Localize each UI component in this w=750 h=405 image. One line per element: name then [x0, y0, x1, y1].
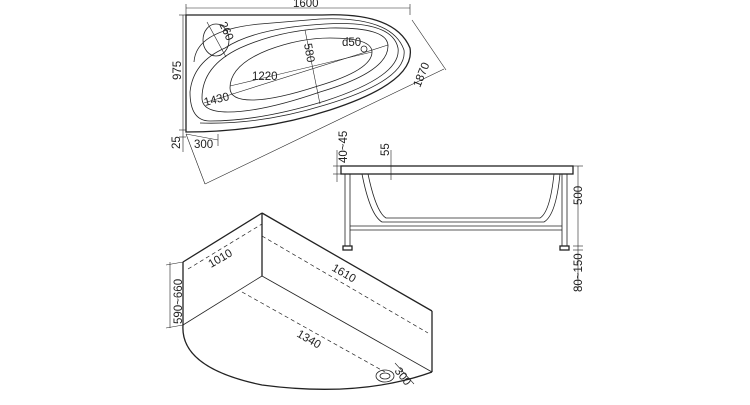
- top-rim-line: [193, 18, 405, 124]
- iso-top-right-edge: [261, 212, 433, 312]
- side-rim: [340, 165, 574, 175]
- iso-drain: [375, 369, 395, 383]
- iso-view: 1010 1610 590~660 1340 300: [165, 212, 433, 390]
- dim-40-45: 40~45: [338, 131, 350, 163]
- top-view: 1600 975 260 580 d50 1220 1430 1870 25 3: [171, 0, 447, 185]
- iso-front-curve: [182, 324, 433, 390]
- top-headrest: [202, 23, 230, 57]
- top-drain: [360, 45, 368, 53]
- top-outer-rim: [185, 14, 411, 133]
- iso-top-left-edge: [182, 212, 263, 263]
- dim-1220: 1220: [252, 71, 278, 83]
- dim-1010: 1010: [207, 247, 235, 270]
- dim-55: 55: [380, 143, 392, 156]
- dim-1430: 1430: [203, 91, 231, 109]
- dim-500: 500: [573, 186, 585, 205]
- dim-80-150: 80~150: [573, 253, 585, 292]
- dim-25: 25: [171, 136, 183, 149]
- side-tub-inner: [367, 173, 555, 219]
- side-tub-body: [361, 173, 561, 223]
- side-view: 40~45 55 500 80~150: [333, 131, 585, 292]
- dim-1600: 1600: [293, 0, 319, 10]
- iso-floor-left: [182, 275, 263, 326]
- dim-1870: 1870: [412, 61, 433, 89]
- side-foot-right: [559, 245, 570, 251]
- dim-300-iso: 300: [392, 365, 413, 388]
- dim-260: 260: [216, 20, 235, 42]
- dim-d50: d50: [342, 37, 361, 49]
- dim-975: 975: [172, 61, 184, 80]
- dim-1340: 1340: [295, 328, 323, 351]
- side-foot-left: [342, 245, 353, 251]
- top-rim-line-2: [189, 23, 399, 122]
- top-basin-outer: [201, 27, 389, 113]
- dim-590-660: 590~660: [173, 279, 185, 324]
- side-frame-right-post: [561, 173, 568, 247]
- iso-floor-right: [261, 275, 433, 373]
- dim-300: 300: [194, 139, 213, 151]
- side-frame-left-post: [344, 173, 351, 247]
- dim-580: 580: [301, 42, 316, 63]
